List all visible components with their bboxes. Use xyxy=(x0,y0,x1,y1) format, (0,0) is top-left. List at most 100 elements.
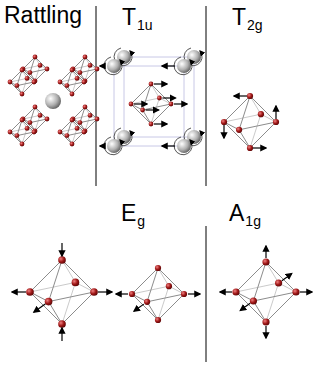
octahedron-edge xyxy=(151,84,171,104)
anion-ball xyxy=(33,129,38,134)
octahedron-edge xyxy=(236,292,266,322)
anion-ball xyxy=(155,265,161,271)
anion-ball xyxy=(247,145,253,151)
mode-subscript: 2g xyxy=(247,18,263,32)
anion-ball xyxy=(15,133,20,138)
panel-title: A xyxy=(229,202,244,225)
displacement-arrow xyxy=(34,304,45,312)
panel-divider xyxy=(206,226,207,362)
displacement-arrow xyxy=(134,103,147,104)
anion-ball xyxy=(88,63,93,68)
anion-ball xyxy=(247,93,253,99)
displacement-arrow xyxy=(300,291,312,292)
octahedron-edge xyxy=(49,292,94,302)
displacement-arrow xyxy=(265,246,266,258)
anion-ball xyxy=(45,117,50,122)
rattling-guest-atom xyxy=(45,93,61,109)
illustration-group xyxy=(8,6,312,362)
anion-ball xyxy=(157,96,162,101)
anion-ball xyxy=(82,130,87,135)
anion-ball xyxy=(95,117,100,122)
anion-ball xyxy=(129,291,135,297)
octahedron-edge xyxy=(147,302,158,320)
octahedron-edge xyxy=(143,110,151,124)
anion-ball xyxy=(236,127,242,133)
octahedron-edge xyxy=(80,107,85,123)
octahedron-edge xyxy=(132,294,158,320)
anion-ball xyxy=(75,126,80,131)
anion-ball xyxy=(25,76,30,81)
octahedron-edge xyxy=(30,57,35,73)
octahedron-edge xyxy=(67,120,72,136)
anion-ball xyxy=(72,279,80,287)
octahedron-edge xyxy=(60,82,72,94)
octahedron-edge xyxy=(224,122,250,148)
displacement-arrow xyxy=(253,147,266,148)
octahedron-edge xyxy=(266,262,296,292)
octahedron-edge xyxy=(253,292,296,301)
rotation-arrow xyxy=(104,57,122,75)
anion-ball xyxy=(21,117,26,122)
anion-ball xyxy=(78,70,83,75)
octahedron-edge xyxy=(67,82,84,86)
panel-divider xyxy=(96,6,97,186)
anion-ball xyxy=(38,113,43,118)
octahedron-edge xyxy=(23,119,35,131)
anion-ball xyxy=(292,288,299,295)
displacement-arrow xyxy=(275,106,276,119)
anion-ball xyxy=(169,102,174,107)
displacement-arrow xyxy=(223,125,224,138)
anion-ball xyxy=(33,105,38,110)
anion-ball xyxy=(149,82,154,87)
octahedron-edge xyxy=(253,262,266,301)
anion-ball xyxy=(58,80,63,85)
cation-sphere xyxy=(107,59,121,73)
octahedron-edge xyxy=(250,122,276,148)
displacement-arrow xyxy=(100,145,105,146)
anion-ball xyxy=(82,80,87,85)
anion-ball xyxy=(83,55,88,60)
octahedron-edge xyxy=(17,120,22,136)
octahedron-edge xyxy=(72,70,84,82)
cation-sphere xyxy=(177,139,191,153)
octahedron-edge xyxy=(17,82,34,86)
anion-ball xyxy=(166,283,172,289)
octahedron-edge xyxy=(62,260,94,292)
anion-ball xyxy=(71,117,76,122)
octahedron-edge xyxy=(266,292,296,322)
anion-ball xyxy=(33,79,38,84)
octahedron-edge xyxy=(35,107,47,119)
anion-ball xyxy=(95,67,100,72)
panel-title: E xyxy=(121,202,136,225)
anion-ball xyxy=(83,79,88,84)
anion-ball xyxy=(33,55,38,60)
anion-ball xyxy=(32,130,37,135)
octahedron-edge xyxy=(239,130,250,148)
octahedron-edge xyxy=(10,132,22,144)
anion-ball xyxy=(15,83,20,88)
cation-sphere xyxy=(177,59,191,73)
anion-ball xyxy=(45,67,50,72)
panel-title: T xyxy=(122,6,136,29)
mode-subscript: 1u xyxy=(137,18,153,32)
anion-ball xyxy=(75,76,80,81)
displacement-arrow xyxy=(98,291,112,292)
anion-ball xyxy=(20,142,25,147)
displacement-arrow xyxy=(282,274,292,281)
octahedron-edge xyxy=(250,96,276,122)
displacement-arrow xyxy=(61,328,62,341)
anion-ball xyxy=(155,317,161,323)
anion-ball xyxy=(262,318,269,325)
octahedron-edge xyxy=(253,301,266,322)
anion-ball xyxy=(250,297,257,304)
anion-ball xyxy=(275,279,282,286)
octahedron-edge xyxy=(73,119,85,131)
cube-edge xyxy=(194,57,195,137)
displacement-arrow xyxy=(220,291,232,292)
displacement-arrow xyxy=(146,109,159,110)
octahedron-edge xyxy=(62,292,94,324)
displacement-arrow xyxy=(174,103,187,104)
displacement-arrow xyxy=(154,123,167,124)
octahedron-edge xyxy=(147,268,158,302)
